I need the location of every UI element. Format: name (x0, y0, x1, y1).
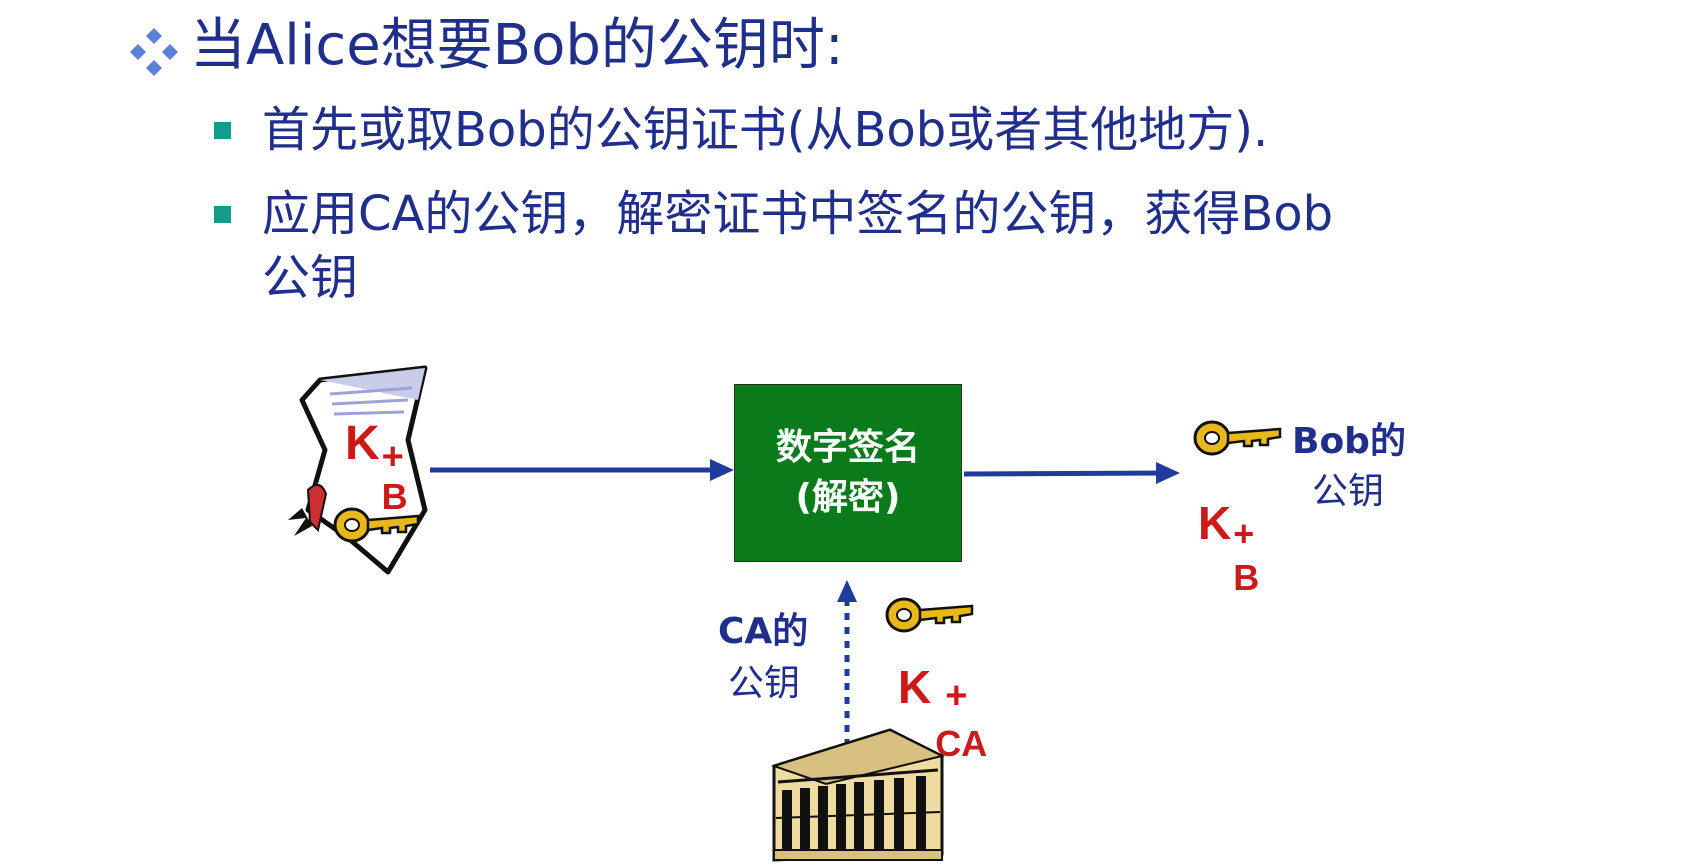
bullet-text-1: 首先或取Bob的公钥证书(从Bob或者其他地方). (262, 102, 1269, 158)
bullet-text-2-cont: 公钥 (262, 250, 359, 306)
ca-building-icon (770, 728, 945, 862)
ca-key-sub: CA (935, 723, 988, 764)
arrow-cert-to-box (430, 459, 734, 481)
key-icon (333, 507, 420, 543)
cert-key-sub: B (381, 476, 408, 517)
bob-key-label: K + B (1198, 497, 1265, 598)
arrow-ca-to-box (837, 580, 857, 746)
digital-signature-box: 数字签名 (解密) (734, 384, 962, 562)
bob-key-sup: + (1233, 513, 1255, 554)
key-icon (885, 597, 974, 633)
ca-key-k: K (898, 661, 932, 713)
bob-label-line1: Bob的 (1292, 421, 1406, 462)
cert-key-k: K (345, 417, 380, 470)
slide-title: 当Alice想要Bob的公钥时: (190, 13, 844, 78)
ca-key-sup: + (945, 675, 968, 717)
box-line-2: (解密) (795, 477, 901, 518)
key-icon (1193, 420, 1282, 456)
bullet-text-2: 应用CA的公钥，解密证书中签名的公钥，获得Bob (262, 186, 1334, 242)
bob-key-sub: B (1233, 557, 1260, 598)
square-bullet-icon (214, 122, 231, 139)
cert-key-label: K + B (345, 417, 414, 518)
diamond-bullet-icon (130, 28, 178, 76)
ca-label-line1: CA的 (718, 611, 809, 652)
arrow-box-to-output (963, 462, 1180, 484)
square-bullet-icon (214, 206, 231, 223)
cert-key-sup: + (381, 436, 404, 478)
box-line-1: 数字签名 (775, 427, 920, 468)
ca-key-label: K + CA (898, 661, 991, 764)
bob-label-line2: 公钥 (1312, 471, 1385, 512)
bob-key-k: K (1198, 497, 1232, 549)
ca-label-line2: 公钥 (728, 663, 801, 704)
